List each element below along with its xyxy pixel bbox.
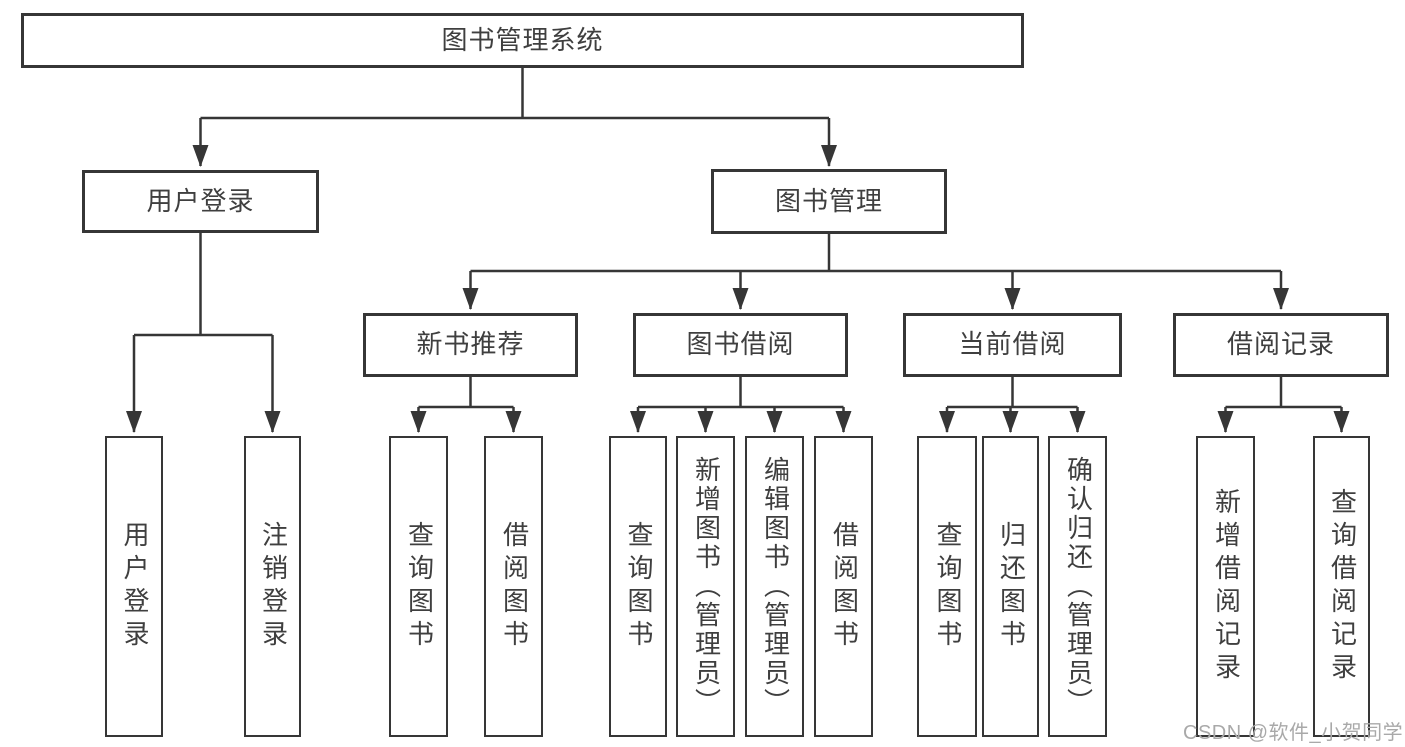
leaf-nbr-borrow-books: 借阅图书 — [484, 436, 543, 737]
node-borrowing-records: 借阅记录 — [1173, 313, 1389, 377]
node-book-borrowing: 图书借阅 — [633, 313, 848, 377]
leaf-cb-return-books: 归还图书 — [982, 436, 1039, 737]
leaf-bb-borrow-books: 借阅图书 — [814, 436, 873, 737]
node-library-management-system: 图书管理系统 — [21, 13, 1024, 68]
watermark: CSDN @软件_小贺同学 — [1183, 722, 1404, 744]
leaf-logout: 注销登录 — [244, 436, 301, 737]
leaf-br-add-record: 新增借阅记录 — [1196, 436, 1255, 737]
leaf-br-query-record: 查询借阅记录 — [1313, 436, 1370, 737]
leaf-user-login: 用户登录 — [105, 436, 163, 737]
node-current-borrowing: 当前借阅 — [903, 313, 1122, 377]
node-book-management: 图书管理 — [711, 169, 947, 234]
leaf-cb-confirm-return-admin: 确认归还（管理员） — [1048, 436, 1107, 737]
leaf-bb-edit-books-admin: 编辑图书（管理员） — [745, 436, 804, 737]
leaf-cb-query-books: 查询图书 — [917, 436, 977, 737]
node-user-login: 用户登录 — [82, 170, 319, 233]
leaf-bb-query-books: 查询图书 — [609, 436, 667, 737]
leaf-bb-add-books-admin: 新增图书（管理员） — [676, 436, 735, 737]
node-new-book-recommendation: 新书推荐 — [363, 313, 578, 377]
leaf-nbr-query-books: 查询图书 — [389, 436, 448, 737]
